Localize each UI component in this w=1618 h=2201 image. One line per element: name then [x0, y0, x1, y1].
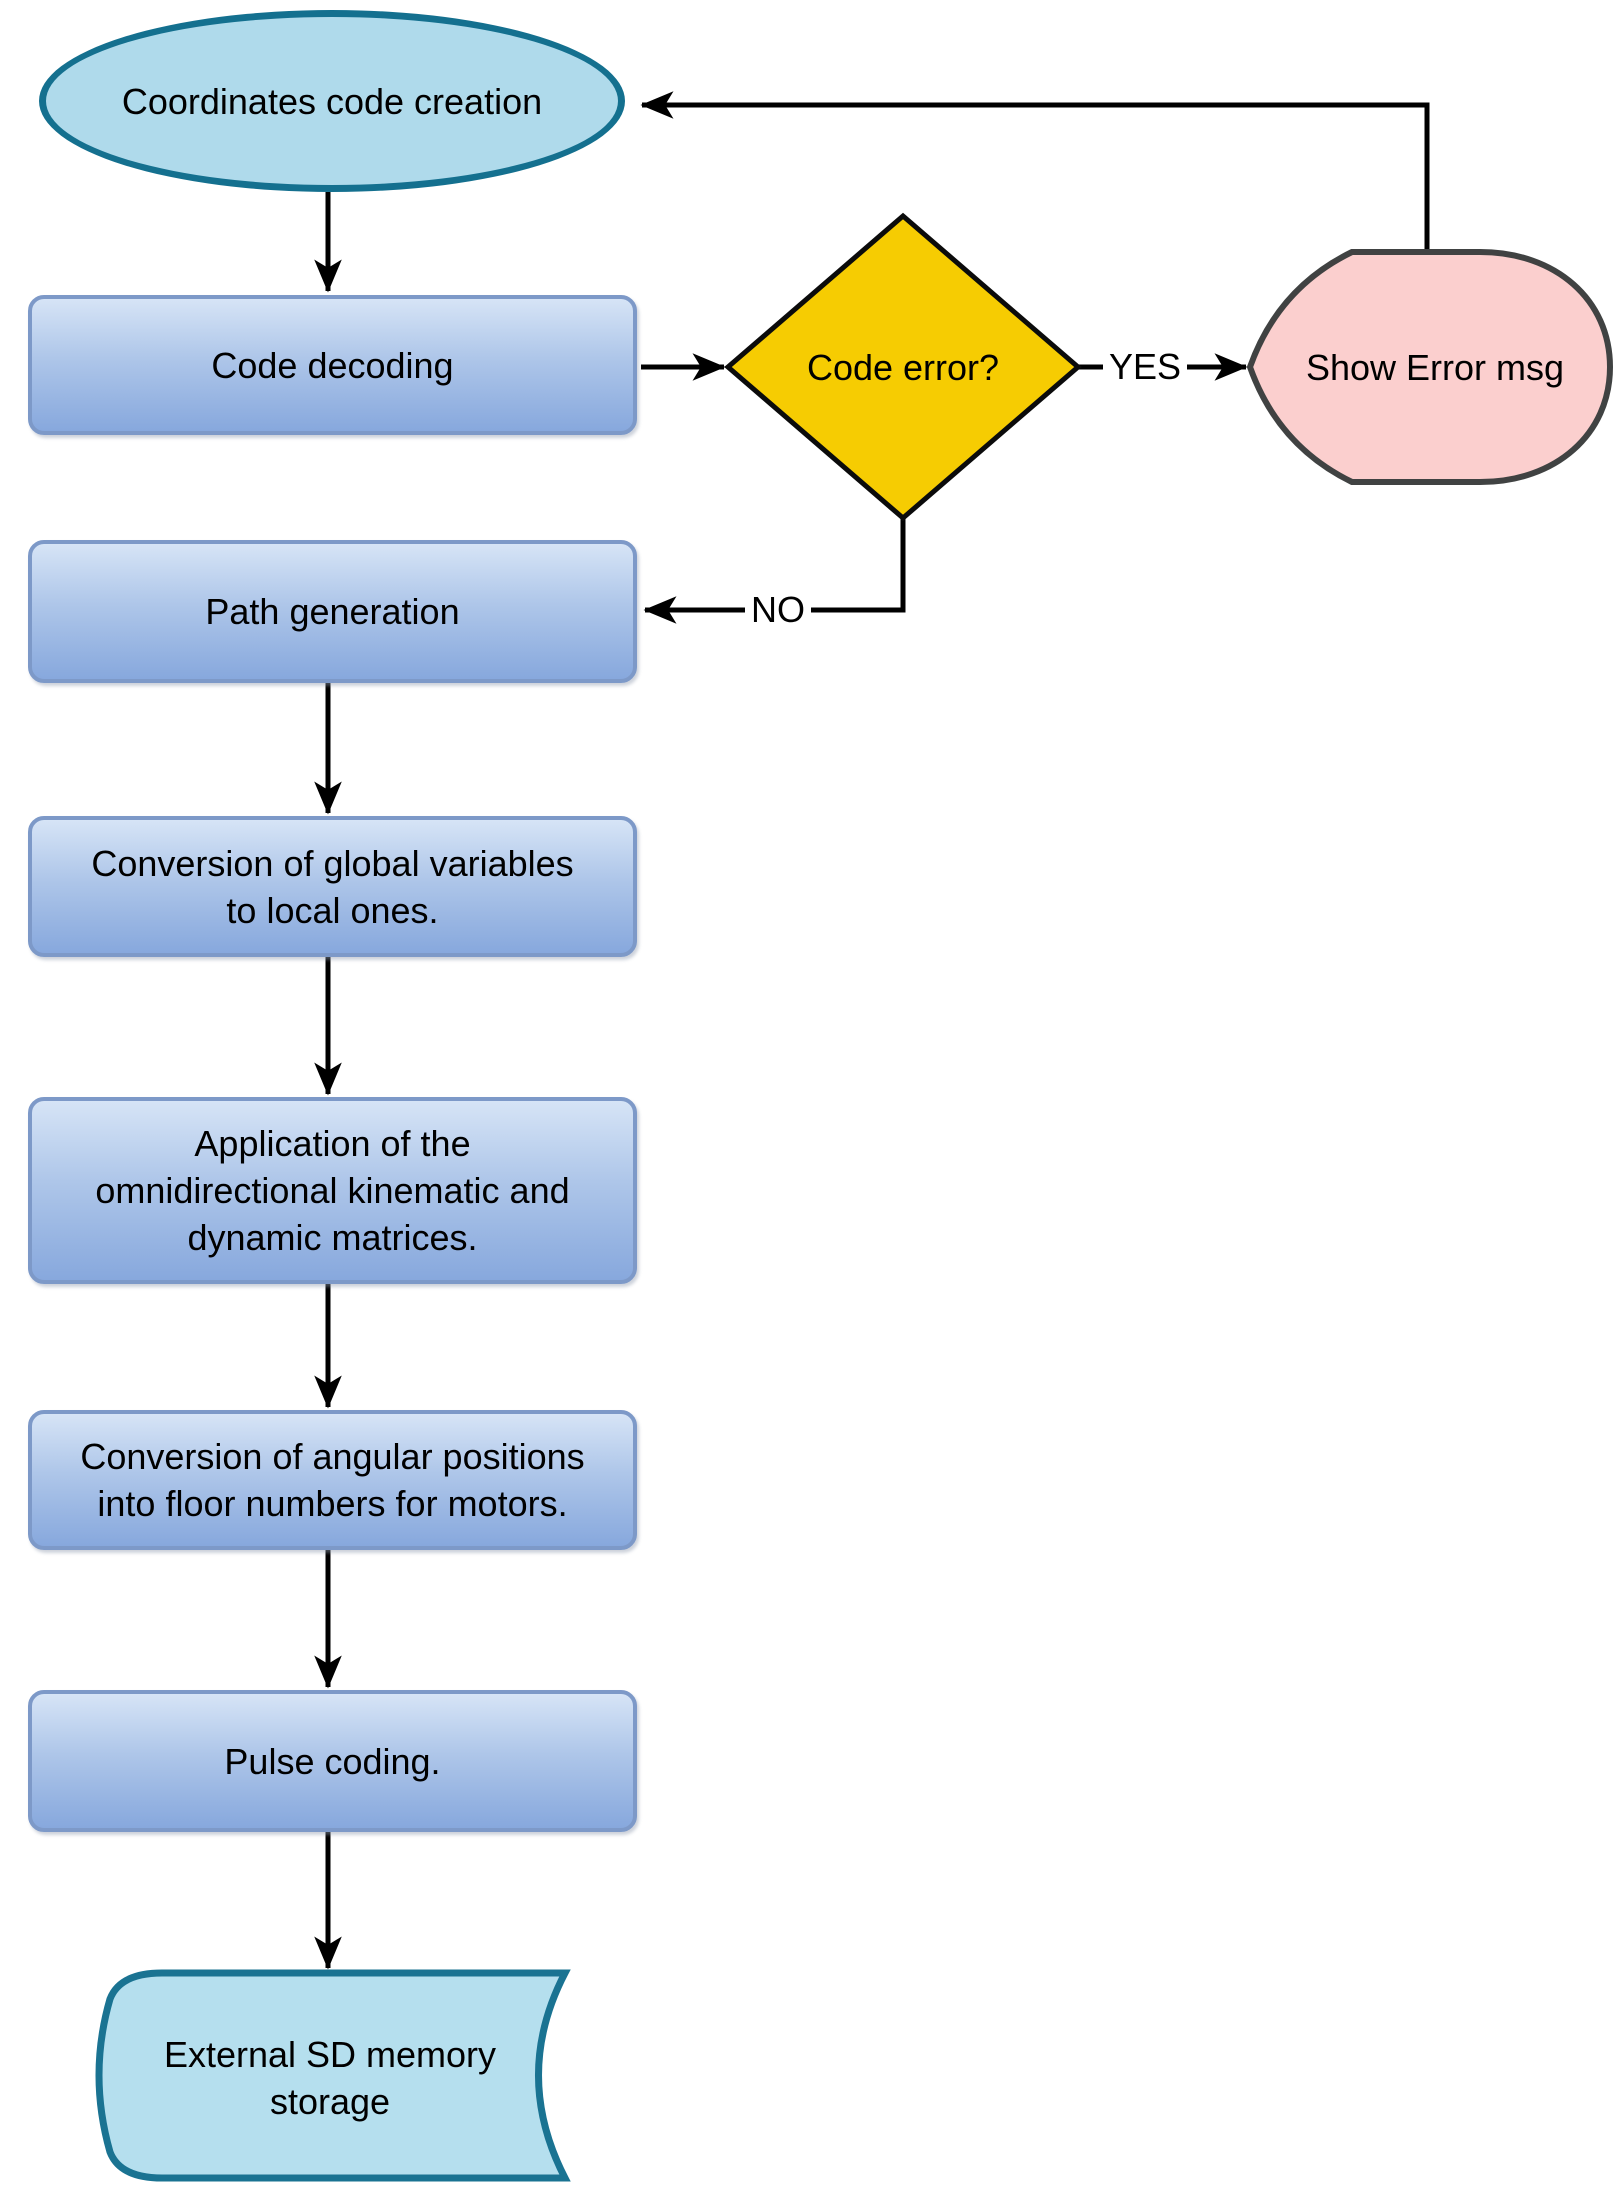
node-path-generation-label: Path generation [205, 591, 460, 632]
node-conversion-global [28, 816, 637, 957]
edge-no-label: NO [745, 588, 811, 632]
node-code-decoding [28, 295, 637, 435]
node-conversion-angular-label: Conversion of angular positions into flo… [80, 1436, 585, 1524]
node-conversion-global-label: Conversion of global variables to local … [91, 842, 574, 931]
node-sd-storage-label: External SD memory storage [163, 2033, 497, 2122]
node-code-error-decision-label: Code error? [806, 346, 1000, 388]
node-show-error-shape [1246, 249, 1614, 485]
node-code-error-decision-shape [724, 212, 1082, 522]
node-start-shape [39, 10, 625, 192]
node-sd-storage-shape [95, 1969, 571, 2182]
node-start-label: Coordinates code creation [121, 80, 543, 122]
node-pulse-coding [28, 1690, 637, 1832]
node-pulse-coding-label: Pulse coding. [224, 1740, 441, 1782]
node-conversion-angular [28, 1410, 637, 1550]
node-application-matrices [28, 1097, 637, 1284]
node-path-generation [28, 540, 637, 683]
edge-yes-label: YES [1103, 345, 1188, 389]
node-code-decoding-label: Code decoding [211, 344, 454, 386]
node-application-matrices-label: Application of the omnidirectional kinem… [95, 1123, 570, 1258]
edge-show-error-to-start [640, 91, 1430, 252]
node-show-error-label: Show Error msg [1305, 346, 1565, 388]
edge-decision-to-path-generation [643, 518, 906, 624]
